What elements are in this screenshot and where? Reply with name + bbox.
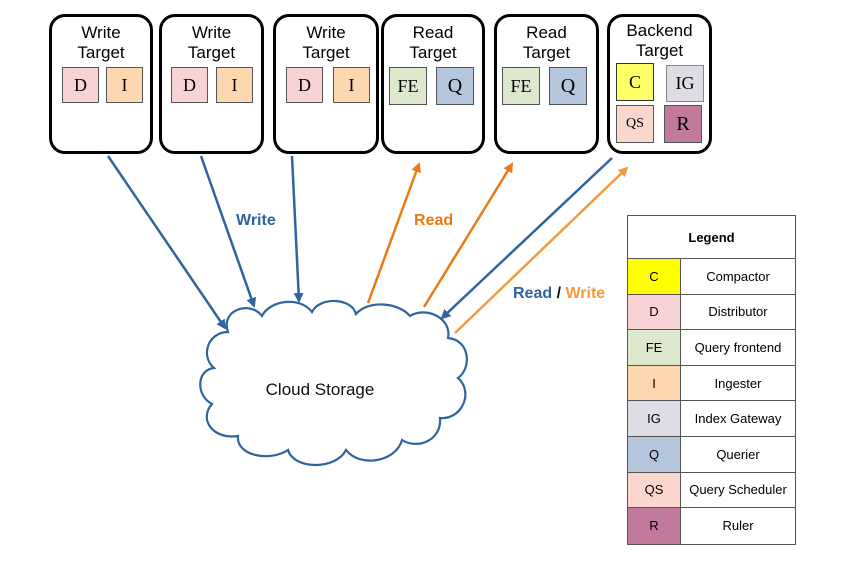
component-index-gateway: IG: [666, 65, 704, 102]
legend: Legend C Compactor D Distributor FE Quer…: [627, 215, 796, 545]
rw-separator: /: [556, 285, 562, 302]
component-distributor: D: [62, 67, 99, 103]
component-ingester: I: [216, 67, 253, 103]
read-target-1: Read Target FE Q: [381, 14, 485, 154]
write-target-3: Write Target D I: [273, 14, 379, 154]
target-title-line2: Target: [77, 43, 125, 62]
target-title: Write Target: [52, 23, 150, 63]
target-title-line2: Target: [187, 43, 236, 62]
legend-code: R: [628, 508, 681, 544]
backend-target: Backend Target C IG QS R: [607, 14, 712, 154]
component-distributor: D: [171, 67, 208, 103]
legend-row: R Ruler: [628, 508, 795, 544]
legend-code: I: [628, 365, 681, 401]
legend-name: Querier: [716, 446, 760, 462]
legend-row: Q Querier: [628, 436, 795, 473]
legend-row: QS Query Scheduler: [628, 472, 795, 509]
read-target-2: Read Target FE Q: [494, 14, 599, 154]
target-title: Read Target: [384, 23, 482, 63]
legend-row: FE Query frontend: [628, 330, 795, 366]
legend-row: C Compactor: [628, 259, 795, 295]
target-title-line1: Backend: [626, 21, 693, 40]
target-title-line1: Write: [81, 23, 121, 42]
legend-name: Ingester: [714, 375, 762, 391]
component-query-scheduler: QS: [616, 105, 654, 143]
cloud-storage-label: Cloud Storage: [265, 380, 375, 399]
target-title: Write Target: [162, 23, 261, 63]
rw-read-text: Read: [513, 285, 553, 302]
legend-name: Ruler: [722, 518, 754, 534]
legend-code: C: [628, 259, 681, 294]
read-label: Read: [414, 212, 454, 229]
legend-code: D: [628, 294, 681, 330]
legend-code: Q: [628, 436, 681, 472]
target-title-line1: Read: [526, 23, 567, 42]
write-arrow-1: [106, 155, 227, 330]
target-title-line1: Read: [412, 23, 454, 42]
read-arrow-1: [366, 162, 421, 304]
target-title: Read Target: [497, 23, 596, 63]
read-write-label: Read / Write: [513, 285, 605, 303]
legend-name: Distributor: [708, 304, 768, 320]
write-arrow-3: [290, 155, 304, 303]
legend-title: Legend: [628, 216, 795, 259]
component-compactor: C: [616, 63, 654, 101]
component-querier: Q: [436, 67, 474, 105]
read-arrow-2: [422, 162, 514, 308]
write-target-1: Write Target D I: [49, 14, 153, 154]
backend-write-arrow: [454, 166, 629, 334]
legend-code: IG: [628, 401, 681, 436]
component-distributor: D: [286, 67, 323, 103]
legend-row: I Ingester: [628, 365, 795, 402]
component-ruler: R: [664, 105, 702, 143]
target-title-line2: Target: [522, 43, 571, 62]
legend-name: Query Scheduler: [689, 482, 787, 498]
legend-code: FE: [628, 330, 681, 365]
write-target-2: Write Target D I: [159, 14, 264, 154]
target-title-line2: Target: [635, 41, 684, 60]
legend-name: Index Gateway: [694, 411, 782, 427]
legend-name: Compactor: [706, 268, 770, 284]
legend-row: IG Index Gateway: [628, 401, 795, 437]
cloud-storage-shape: [199, 299, 468, 467]
component-query-frontend: FE: [389, 67, 427, 105]
component-query-frontend: FE: [502, 67, 540, 105]
legend-row: D Distributor: [628, 294, 795, 331]
rw-write-text: Write: [565, 285, 606, 302]
target-title-line2: Target: [409, 43, 457, 62]
component-ingester: I: [106, 67, 143, 103]
target-title-line1: Write: [306, 23, 346, 42]
target-title: Backend Target: [610, 21, 709, 61]
write-label: Write: [236, 212, 276, 229]
write-arrow-2: [199, 155, 257, 308]
component-querier: Q: [549, 67, 587, 105]
target-title-line1: Write: [191, 23, 232, 42]
legend-code: QS: [628, 472, 681, 508]
component-ingester: I: [333, 67, 370, 103]
legend-name: Query frontend: [694, 339, 782, 355]
target-title-line2: Target: [302, 43, 350, 62]
target-title: Write Target: [276, 23, 376, 63]
backend-read-arrow: [440, 157, 613, 320]
